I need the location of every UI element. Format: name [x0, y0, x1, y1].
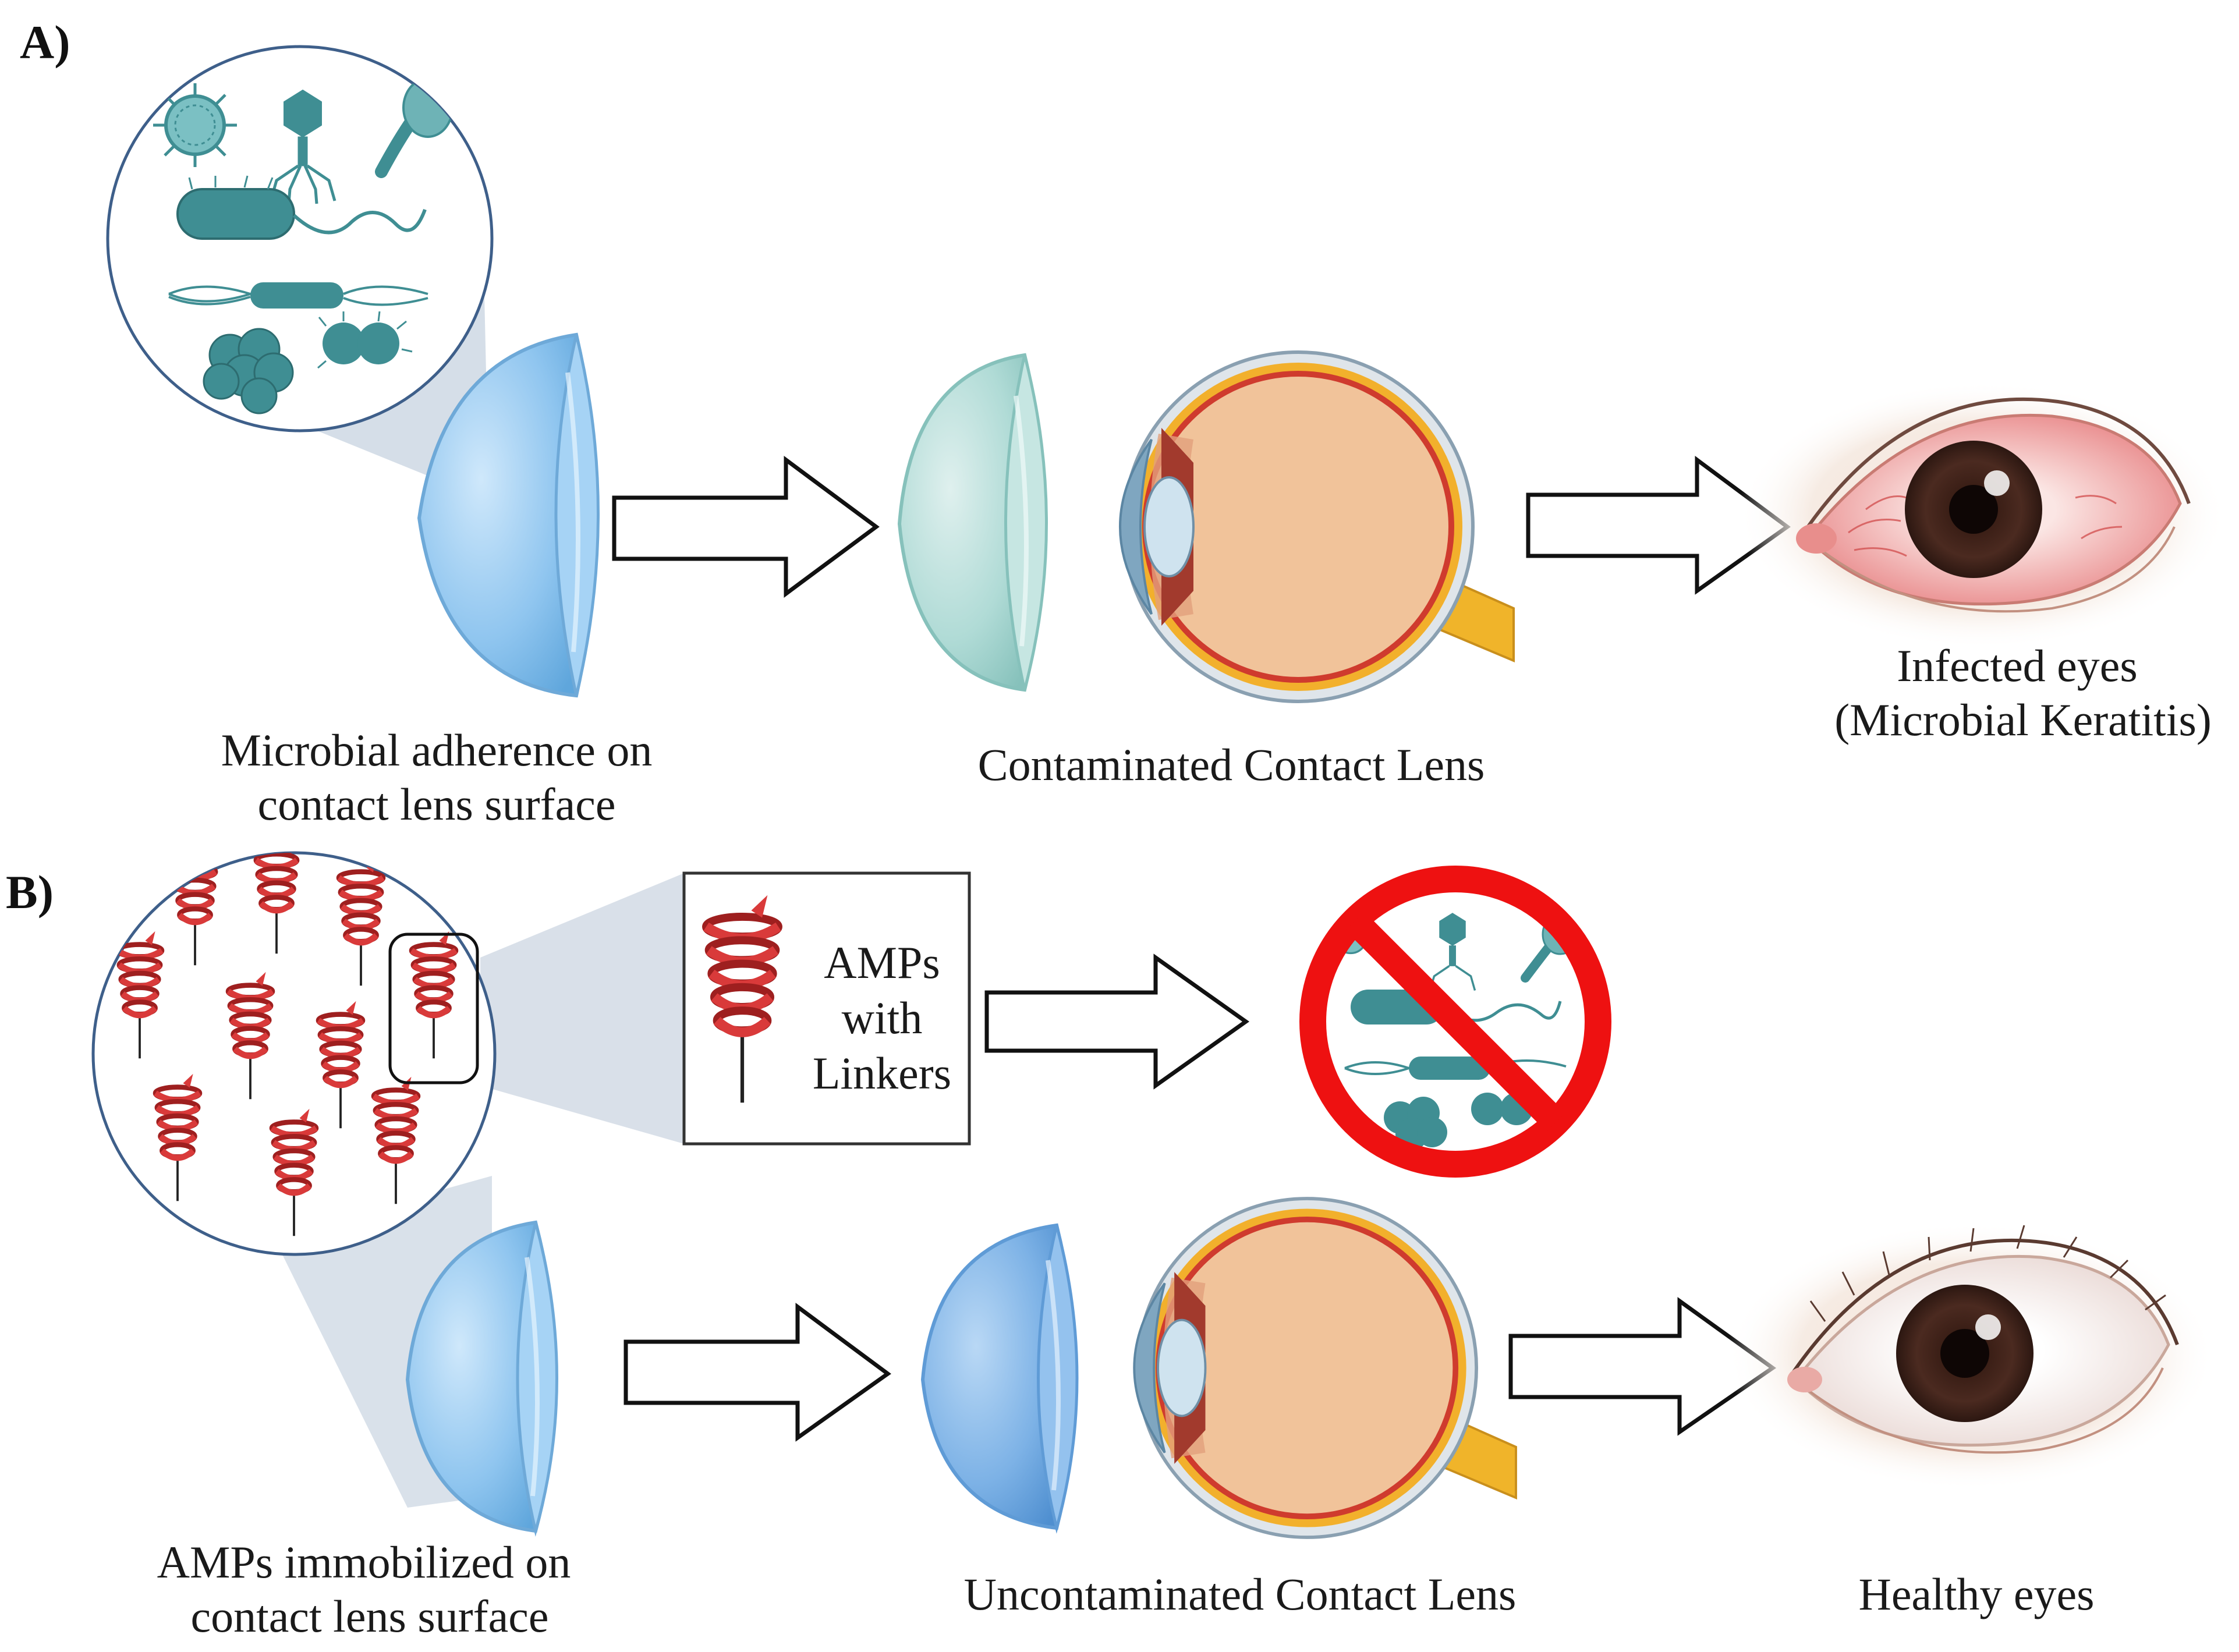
caption-contaminated-lens: Contaminated Contact Lens: [978, 739, 1485, 790]
zoom-cone: [480, 873, 684, 1144]
eyeball-icon: [1120, 352, 1525, 701]
arrow-icon: [984, 953, 1250, 1090]
contaminated-lens-icon: [897, 353, 1048, 692]
selection-box: [388, 933, 479, 1084]
caption-healthy-eyes: Healthy eyes: [1858, 1569, 2094, 1619]
amp-helix-icon: [115, 931, 165, 1059]
prohibition-icon: [1299, 866, 1611, 1178]
inset-label-line1: AMPs: [824, 937, 940, 988]
healthy-eye-icon: [1726, 1222, 2215, 1490]
inset-label-line2: with: [842, 992, 923, 1043]
caption-microbial-adherence-line2: contact lens surface: [257, 779, 615, 829]
microbe-zoom-circle: [106, 45, 494, 433]
virus-icon: [153, 83, 237, 167]
amp-helix-icon: [702, 895, 782, 1103]
arrow-icon: [1508, 1297, 1777, 1436]
contact-lens-icon: [405, 1220, 558, 1537]
arrow-icon: [623, 1303, 891, 1442]
diplococcus-icon: [317, 311, 413, 369]
caption-uncontaminated-lens: Uncontaminated Contact Lens: [964, 1569, 1517, 1619]
amp-helix-icon: [225, 972, 275, 1100]
caption-amps-immobilized-line1: AMPs immobilized on: [157, 1537, 571, 1587]
amp-helix-icon: [371, 1076, 421, 1204]
amp-zoom-circle: [91, 851, 497, 1256]
amp-inset-box: AMPs with Linkers: [682, 871, 971, 1146]
amp-helix-icon: [409, 931, 459, 1059]
amp-helix-icon: [316, 1001, 366, 1129]
amp-helix-icon: [153, 1073, 203, 1201]
caption-amps-immobilized-line2: contact lens surface: [190, 1591, 548, 1642]
caption-infected-eyes-line1: Infected eyes: [1897, 640, 2138, 691]
staphylococcus-icon: [203, 328, 294, 414]
bacillus-icon: [176, 175, 427, 240]
uncontaminated-lens-icon: [920, 1223, 1079, 1534]
amp-helix-icon: [269, 1108, 319, 1236]
eyeball-icon: [1134, 1199, 1527, 1537]
panel-a-label: A): [20, 16, 70, 69]
rod-bacterium-icon: [168, 282, 428, 309]
arrow-icon: [612, 456, 880, 598]
inset-label-line3: Linkers: [813, 1048, 951, 1098]
microbes-blocked: [1333, 913, 1579, 1150]
arrow-icon: [1526, 456, 1791, 595]
caption-infected-eyes-line2: (Microbial Keratitis): [1834, 694, 2212, 745]
caption-microbial-adherence-line1: Microbial adherence on: [221, 725, 653, 775]
infected-eye-icon: [1738, 381, 2227, 649]
panel-b-label: B): [6, 866, 54, 919]
contact-lens-icon: [417, 332, 600, 698]
